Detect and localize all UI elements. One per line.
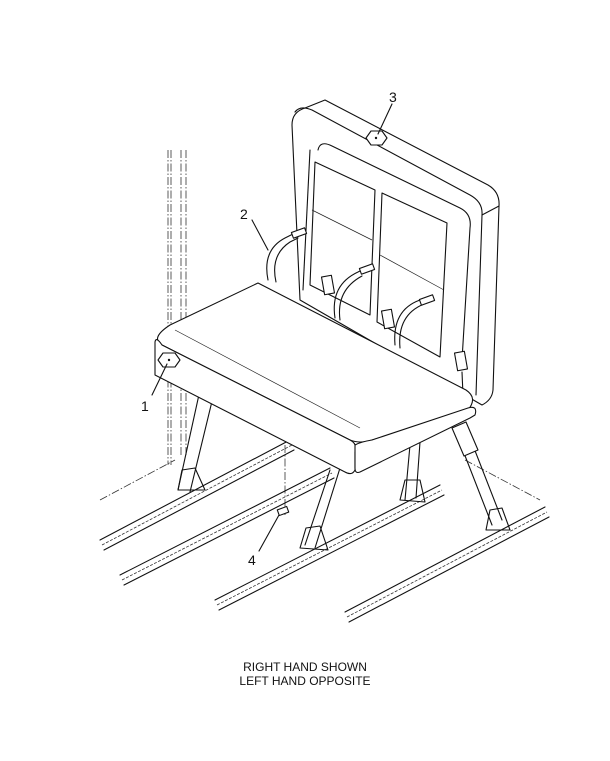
svg-text:3: 3 <box>389 89 397 105</box>
seat-backrest <box>291 99 500 406</box>
part-4-clip <box>276 505 290 517</box>
floor-rails <box>99 439 550 623</box>
floor-rail <box>119 467 335 586</box>
caption-line-2: LEFT HAND OPPOSITE <box>239 674 371 688</box>
seat-cushion <box>154 282 477 475</box>
callout-1[interactable]: 1 <box>141 363 168 414</box>
floor-rail <box>344 506 550 623</box>
seat-legs <box>177 389 511 551</box>
floor-rail <box>99 439 295 551</box>
svg-text:2: 2 <box>240 206 248 222</box>
caption-line-1: RIGHT HAND SHOWN <box>243 660 367 674</box>
callout-2[interactable]: 2 <box>240 206 269 251</box>
floor-rail <box>214 484 445 611</box>
callout-4[interactable]: 4 <box>248 514 280 568</box>
svg-text:4: 4 <box>248 552 256 568</box>
seat-belts <box>266 227 469 396</box>
callout-3[interactable]: 3 <box>377 89 397 135</box>
svg-text:1: 1 <box>141 398 149 414</box>
